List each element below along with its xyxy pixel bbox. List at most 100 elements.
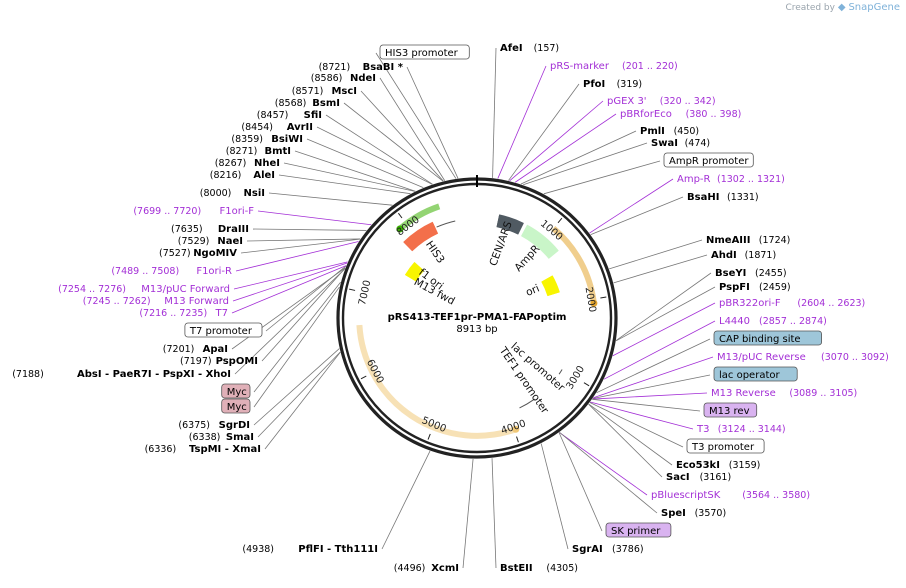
site-position: (7527): [159, 248, 191, 259]
leader-line: [264, 352, 341, 450]
site-name: PspOMI: [216, 356, 258, 367]
enzyme-label: PflFI - Tth111I(4938): [242, 544, 378, 555]
leader-line: [593, 356, 714, 399]
leader-line: [233, 261, 348, 290]
enzyme-label: DraIII(7635): [171, 224, 249, 235]
tick-label: 6000: [364, 358, 386, 386]
orf-band: [356, 324, 517, 439]
leader-line: [278, 174, 411, 195]
feature-box: SK primer: [605, 522, 672, 538]
site-position: (7201): [163, 344, 195, 355]
enzyme-label: SacI(3161): [666, 472, 731, 483]
primer-label: L4440(2857 .. 2874): [719, 316, 827, 327]
leader-line: [406, 66, 459, 179]
enzyme-label: SgrDI(6375): [178, 420, 250, 431]
site-name: SacI: [666, 472, 690, 483]
site-position: (2604 .. 2623): [797, 298, 865, 309]
tick-mark: [557, 217, 563, 224]
feature-box-frame: [379, 44, 470, 60]
leader-line: [615, 286, 716, 342]
leader-line: [509, 100, 604, 182]
map-center: pRS413-TEF1pr-PMA1-FAPoptim 8913 bp: [388, 312, 567, 335]
tick-mark: [516, 436, 519, 443]
feature-arc: [519, 398, 535, 409]
enzyme-label: SmaI(6338): [189, 432, 254, 443]
leader-line: [543, 160, 661, 195]
site-name: AleI: [253, 170, 275, 181]
feature-fill: [496, 214, 524, 235]
site-name: ApaI: [203, 344, 228, 355]
leader-line: [235, 241, 359, 272]
site-name: BsmI: [312, 98, 340, 109]
leader-line: [514, 113, 617, 183]
site-name: BsaBI *: [363, 62, 404, 73]
feature-box-label: AmpR promoter: [669, 156, 749, 167]
site-position: (7529): [178, 236, 210, 247]
orf-arrowhead: [512, 425, 520, 433]
primer-label: M13 Reverse(3089 .. 3105): [711, 388, 857, 399]
leader-line: [588, 403, 663, 478]
leader-line: [491, 458, 497, 569]
site-name: MscI: [331, 86, 357, 97]
site-position: (320 .. 342): [660, 96, 716, 107]
site-name: NaeI: [217, 236, 243, 247]
feature-box-label: M13 rev: [709, 406, 750, 417]
enzyme-label: NheI(8267): [215, 158, 280, 169]
site-position: (3070 .. 3092): [821, 352, 889, 363]
feature-box-frame: [713, 330, 822, 346]
site-position: (1871): [745, 250, 777, 261]
feature-box-label: CAP binding site: [719, 334, 801, 345]
leader-line: [603, 320, 716, 380]
site-position: (8568): [275, 98, 307, 109]
feature-label: ori: [524, 282, 541, 298]
primer-label: pBRforEco(380 .. 398): [620, 109, 741, 120]
site-name: SfiI: [304, 110, 322, 121]
leader-line: [343, 102, 444, 182]
leader-line: [497, 65, 547, 179]
leader-line: [268, 192, 393, 206]
site-name: BsaHI: [687, 192, 719, 203]
site-position: (3570): [695, 508, 727, 519]
site-name: SgrDI: [219, 420, 250, 431]
leader-line: [462, 458, 474, 569]
feature-box-label: HIS3 promoter: [385, 48, 459, 59]
enzyme-label: PspOMI(7197): [180, 356, 258, 367]
site-position: (4496): [394, 563, 426, 574]
site-position: (1302 .. 1321): [717, 174, 785, 185]
enzyme-label: SgrAI(3786): [572, 544, 644, 555]
feature-box-frame: [686, 438, 765, 454]
site-name: NheI: [254, 158, 280, 169]
site-name: TspMI - XmaI: [189, 444, 261, 455]
leader-line: [592, 398, 701, 412]
tick-mark: [360, 375, 367, 380]
enzyme-label: BsmI (8568): [275, 98, 340, 109]
site-position: (380 .. 398): [686, 109, 742, 120]
site-name: AbsI - PaeR7I - PspXI - XhoI: [77, 369, 231, 380]
site-position: (7635): [171, 224, 203, 235]
feature-box-frame: [184, 322, 263, 338]
tick-label: 3000: [565, 364, 588, 391]
leader-line: [590, 401, 694, 430]
site-name: NgoMIV: [193, 248, 237, 259]
site-position: (1724): [759, 235, 791, 246]
leader-line: [589, 402, 684, 448]
enzyme-label: AleI(8216): [210, 170, 275, 181]
site-position: (201 .. 220): [622, 61, 678, 72]
enzyme-label: NmeAIII(1724): [706, 235, 790, 246]
enzyme-label: BseYI(2455): [715, 268, 787, 279]
enzyme-label: PmlI(450): [640, 126, 699, 137]
leader-line: [306, 138, 424, 188]
feature-box-frame: [605, 522, 672, 538]
primer-label: Amp-R(1302 .. 1321): [677, 174, 785, 185]
leader-line: [283, 162, 416, 192]
site-position: (6336): [145, 444, 177, 455]
leader-line: [559, 432, 648, 496]
feature-box: M13 rev: [703, 402, 758, 418]
enzyme-label: SfiI(8457): [257, 110, 322, 121]
orf-band: [551, 225, 597, 304]
site-position: (450): [674, 126, 700, 137]
leader-line: [520, 130, 637, 185]
tick-mark: [427, 433, 431, 440]
leader-line: [592, 374, 711, 399]
tick-mark: [397, 212, 403, 219]
